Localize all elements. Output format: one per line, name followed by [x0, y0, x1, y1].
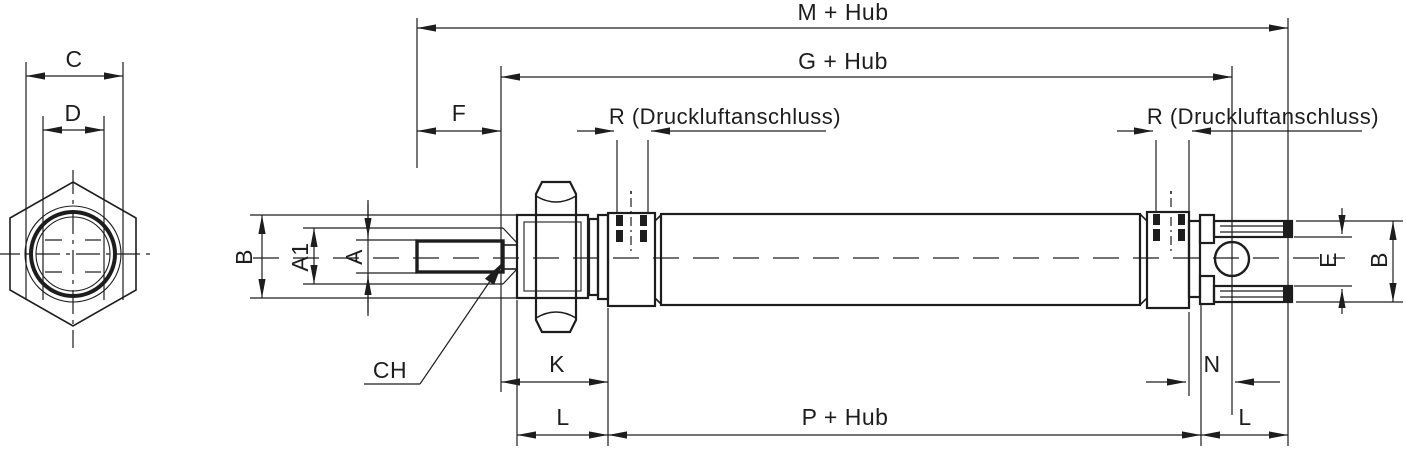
- rear-clevis: [1187, 213, 1294, 306]
- nut-chamfer-arc-top: [535, 195, 577, 203]
- front-flange-plate: [515, 213, 590, 300]
- callout-ch: CH: [364, 261, 504, 385]
- label-g-hub: G + Hub: [798, 48, 888, 74]
- dim-a: A: [341, 200, 417, 316]
- fork-arm-bottom: [1212, 284, 1294, 304]
- label-p-hub: P + Hub: [802, 404, 889, 430]
- clevis-neck: [1187, 219, 1202, 299]
- label-l-rear: L: [1238, 404, 1251, 430]
- rear-port-threads: [1153, 214, 1185, 241]
- clevis-tab-bottom: [1198, 274, 1216, 306]
- dim-f: F: [417, 100, 501, 135]
- label-d: D: [64, 100, 81, 126]
- dim-p-hub: P + Hub: [608, 305, 1202, 446]
- collar-ring-2: [596, 213, 610, 301]
- dim-k: K: [501, 308, 609, 446]
- fork-arm-top: [1212, 219, 1294, 239]
- dim-l-front: L: [516, 300, 608, 446]
- label-b-left: B: [231, 249, 257, 265]
- label-b-right: B: [1366, 252, 1392, 268]
- dim-e: E: [1294, 208, 1352, 314]
- dim-d: D: [42, 100, 105, 300]
- dim-c: C: [25, 46, 124, 300]
- dim-n: N: [1146, 312, 1280, 396]
- front-view-hex-nut: [0, 170, 152, 348]
- label-n: N: [1203, 351, 1220, 377]
- label-a: A: [341, 249, 367, 265]
- label-l-front: L: [556, 404, 569, 430]
- label-m-hub: M + Hub: [797, 0, 888, 25]
- tube-chamfers: [654, 213, 1148, 306]
- nut-chamfer-arc-bottom: [535, 311, 577, 319]
- front-port-threads: [616, 215, 647, 242]
- label-ch: CH: [373, 357, 407, 383]
- dim-a1: A1: [287, 227, 518, 285]
- dim-g-hub: G + Hub: [500, 48, 1233, 415]
- label-c: C: [65, 46, 82, 72]
- hexagon-outline: [9, 181, 137, 327]
- label-a1: A1: [287, 242, 313, 271]
- label-k: K: [549, 351, 565, 377]
- collar-ring-1: [587, 217, 600, 297]
- dim-b-left: B: [231, 214, 516, 299]
- label-f: F: [452, 100, 467, 126]
- front-head-block: [606, 211, 657, 308]
- dim-l-rear: L: [1201, 404, 1288, 439]
- label-r-front: R (Druckluftanschluss): [609, 104, 841, 129]
- mounting-nut: [534, 180, 578, 334]
- dim-r-rear: R (Druckluftanschluss): [1117, 104, 1379, 212]
- label-r-rear: R (Druckluftanschluss): [1147, 104, 1379, 129]
- front-flange-inner: [523, 221, 582, 292]
- dim-m-hub: M + Hub: [416, 0, 1289, 446]
- piston-rod-thread: [415, 239, 505, 274]
- rear-cap-block: [1145, 210, 1191, 310]
- side-view-cylinder: [253, 180, 1345, 334]
- dim-b-right: B: [1296, 220, 1403, 303]
- dim-r-front: R (Druckluftanschluss): [577, 104, 841, 212]
- cylinder-tube: [659, 212, 1142, 307]
- clevis-tab-top: [1198, 213, 1216, 245]
- label-e: E: [1315, 252, 1341, 268]
- thread-depth-dashes: [45, 239, 101, 273]
